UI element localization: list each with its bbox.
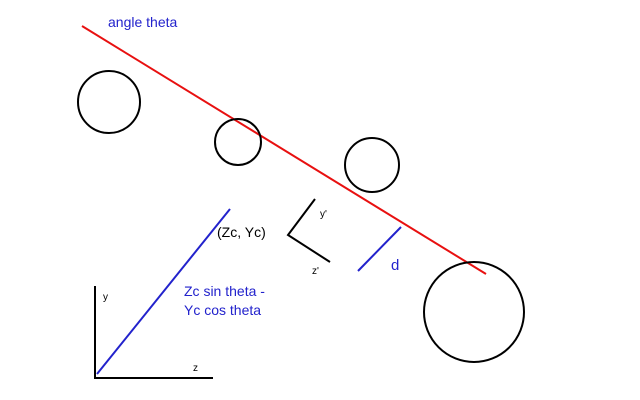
formula-line-2: Yc cos theta	[184, 302, 261, 318]
formula-line-1: Zc sin theta -	[184, 283, 265, 299]
circle-2	[214, 118, 262, 166]
circle-4	[423, 261, 525, 363]
circle-3	[344, 137, 400, 193]
z-prime-label: z'	[312, 266, 319, 277]
blue-diagonal-line	[96, 208, 231, 375]
y-axis-label: y	[103, 292, 108, 303]
angle-line	[81, 25, 487, 275]
main-axes	[94, 286, 213, 379]
circle-1	[77, 70, 141, 134]
d-label: d	[391, 257, 399, 274]
rotated-axes	[286, 198, 331, 263]
distance-d-line	[357, 226, 402, 272]
zc-yc-label: (Zc, Yc)	[217, 224, 266, 240]
angle-theta-label: angle theta	[108, 14, 177, 30]
z-axis-label: z	[193, 363, 198, 374]
y-prime-label: y'	[320, 209, 327, 220]
